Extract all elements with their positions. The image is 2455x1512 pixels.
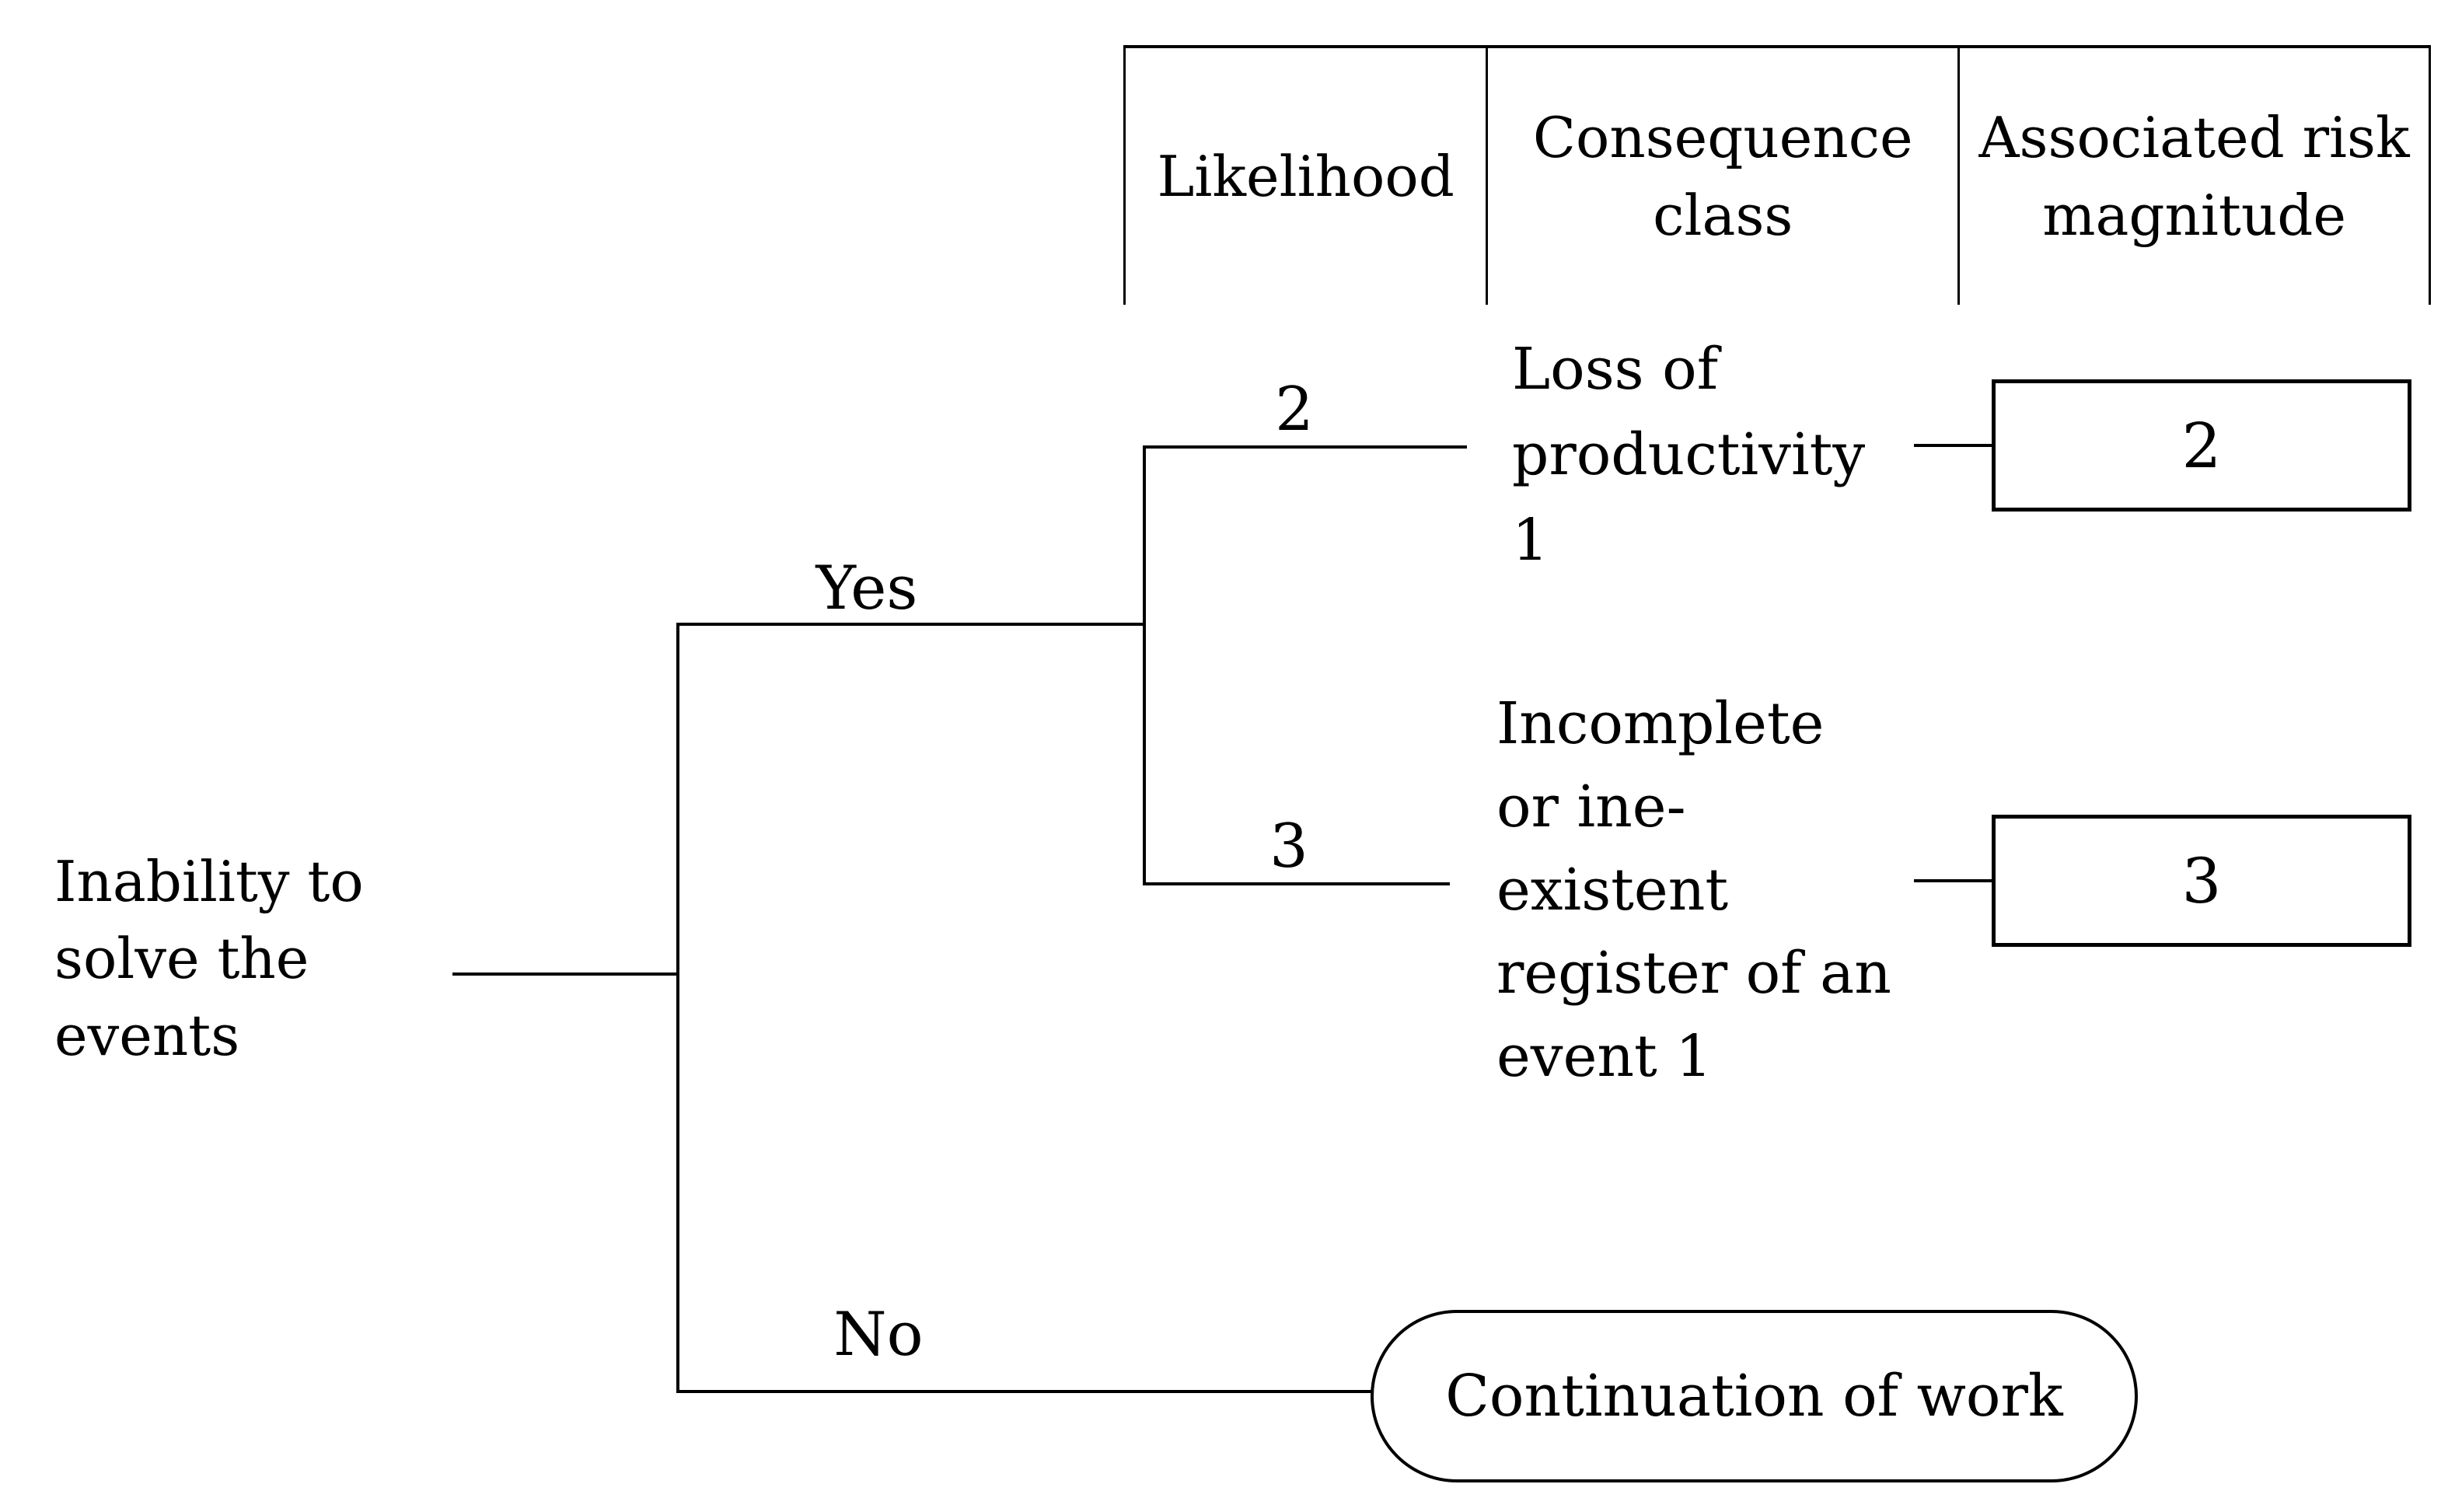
risk-magnitude-3-value: 3 [2181, 844, 2222, 917]
root-connector-line [452, 972, 678, 976]
no-branch-label: No [833, 1300, 924, 1370]
main-spine-line [676, 623, 679, 1393]
header-table: Likelihood Consequence class Associated … [1123, 45, 2431, 305]
header-cell-associated-risk-magnitude: Associated risk magnitude [1978, 105, 2410, 248]
risk-magnitude-box-2: 2 [1992, 379, 2411, 512]
likelihood-2-branch-line [1143, 445, 1467, 449]
likelihood-3-label: 3 [1269, 812, 1308, 882]
header-cell-likelihood: Likelihood [1126, 48, 1489, 305]
likelihood-3-branch-line [1143, 882, 1450, 885]
yes-branch-line [676, 623, 1144, 626]
risk-3-connector-dash [1914, 879, 1992, 882]
terminal-oval: Continuation of work [1371, 1310, 2138, 1482]
risk-magnitude-box-3: 3 [1992, 815, 2411, 947]
likelihood-2-label: 2 [1275, 375, 1314, 445]
risk-magnitude-2-value: 2 [2181, 409, 2222, 482]
yes-sub-spine-line [1143, 445, 1146, 885]
consequence-3-text: Incomplete or ine- existent register of … [1496, 690, 1891, 1090]
header-cell-consequence-class: Consequence class [1488, 48, 1961, 305]
yes-branch-label: Yes [815, 553, 918, 623]
consequence-2-text: Loss of productivity 1 [1512, 336, 1866, 574]
terminal-oval-label: Continuation of work [1445, 1363, 2063, 1430]
risk-2-connector-dash [1914, 444, 1992, 447]
root-node-label: Inability to solve the events [54, 849, 364, 1068]
no-branch-line [676, 1390, 1372, 1393]
